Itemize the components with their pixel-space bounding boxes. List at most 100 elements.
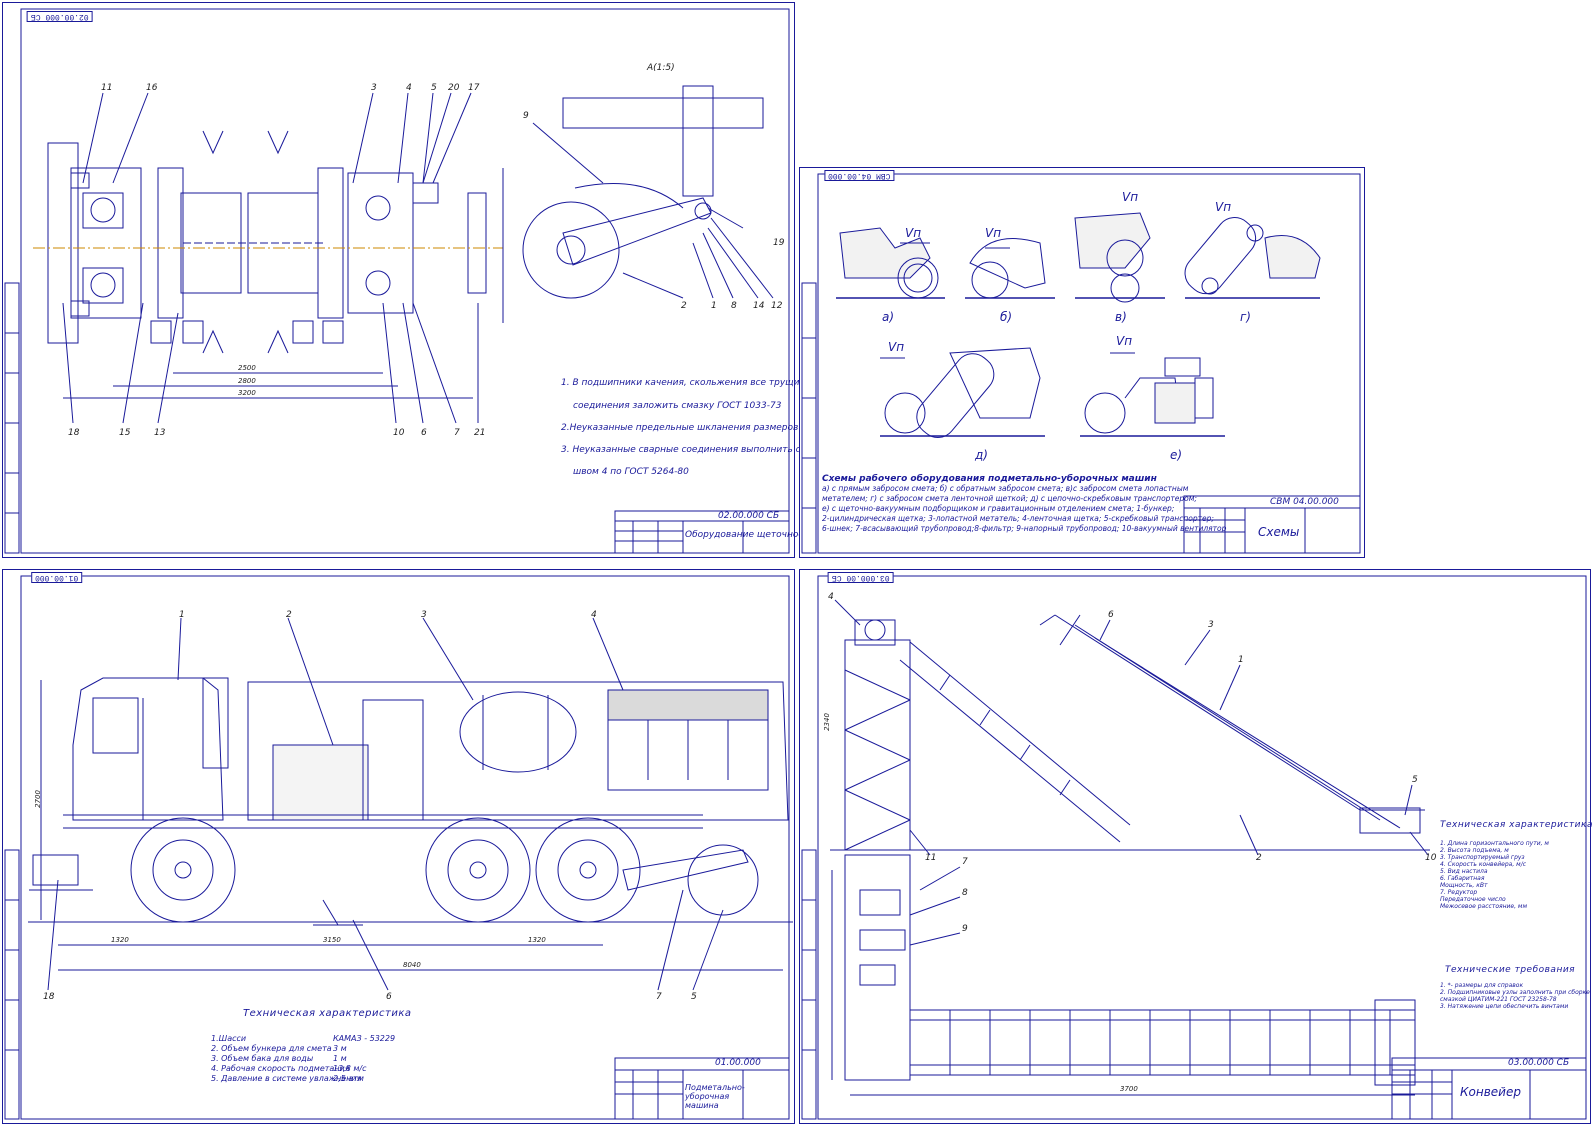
speed-label: Vп [1122, 190, 1139, 204]
schemes-drawing [801, 173, 1361, 554]
part-number: 4 [591, 610, 597, 620]
spec-line: 6. Габаритная [1440, 875, 1485, 882]
scheme-label: в) [1115, 310, 1127, 324]
title-block-name: Подметально-уборочная машина [685, 1083, 745, 1110]
part-number: 6 [386, 992, 392, 1002]
spec-line: 7. Редуктор [1440, 889, 1478, 896]
part-number: 7 [656, 992, 662, 1002]
speed-label: Vп [888, 340, 905, 354]
part-number: 8 [962, 888, 968, 898]
part-number: 3 [1208, 620, 1214, 630]
requirement-line: 2. Подшипниковые узлы заполнить при сбор… [1440, 989, 1590, 996]
part-number: 3 [421, 610, 427, 620]
part-number: 10 [1425, 853, 1437, 863]
scheme-label: а) [882, 310, 895, 324]
part-number: 11 [101, 83, 113, 93]
part-number: 13 [154, 428, 166, 438]
dimension-label: 1320 [111, 936, 129, 944]
part-number: 9 [962, 924, 968, 934]
technical-note: 3. Неуказанные сварные соединения выполн… [561, 445, 846, 455]
part-number: 20 [448, 83, 460, 93]
schemes-caption-line: 6-шнек; 7-всасывающий трубопровод;8-филь… [822, 524, 1227, 533]
tech-characteristics-heading: Техническая характеристика [1440, 820, 1593, 830]
part-number: 6 [421, 428, 427, 438]
dimension-label: 2700 [33, 790, 42, 808]
technical-note: швом 4 по ГОСТ 5264-80 [573, 467, 689, 477]
part-number: 6 [1108, 610, 1114, 620]
spec-line: Мощность, кВт [1440, 882, 1488, 889]
part-number: 7 [962, 857, 968, 867]
part-number: 14 [753, 301, 765, 311]
spec-label: 1.Шасси [211, 1034, 247, 1043]
part-number: 15 [119, 428, 131, 438]
spec-value: 3 м [333, 1044, 347, 1053]
part-number: 1 [179, 610, 185, 620]
dimension-label: 3150 [323, 936, 341, 944]
part-number: 11 [925, 853, 937, 863]
tech-characteristics-heading: Техническая характеристика [243, 1008, 412, 1019]
part-number: 19 [773, 238, 785, 248]
schemes-caption-line: метателем; г) с забросом смета ленточной… [822, 494, 1197, 503]
spec-label: 3. Объем бака для воды [211, 1054, 314, 1063]
part-number: 2 [1256, 853, 1262, 863]
part-number: 10 [393, 428, 405, 438]
dimension-label: 3200 [238, 389, 256, 397]
technical-note: 1. В подшипники качения, скольжения все … [561, 378, 816, 388]
schemes-caption-line: а) с прямым забросом смета; б) с обратны… [822, 484, 1189, 493]
scheme-label: б) [1000, 310, 1013, 324]
sheet-conveyor: 03.000.00 СБ 4 6 3 1 5 2 11 10 7 8 9 234… [799, 569, 1593, 1124]
scheme-label: е) [1170, 448, 1183, 462]
title-block-name: Конвейер [1460, 1085, 1521, 1099]
speed-label: Vп [905, 226, 922, 240]
part-number: 3 [371, 83, 377, 93]
requirement-line: смазкой ЦИАТИМ-221 ГОСТ 23258-78 [1440, 996, 1557, 1003]
scheme-label: д) [975, 448, 988, 462]
part-number: 2 [681, 301, 687, 311]
part-number: 9 [523, 111, 529, 121]
part-number: 1 [1238, 655, 1244, 665]
part-number: 1 [711, 301, 717, 311]
brush-assembly-drawing [4, 8, 790, 554]
sheet-code-tag: 03.000.00 СБ [828, 572, 894, 583]
spec-label: 4. Рабочая скорость подметания [211, 1064, 350, 1073]
technical-note: соединения заложить смазку ГОСТ 1033-73 [573, 401, 782, 411]
dimension-label: 1320 [528, 936, 546, 944]
spec-line: 1. Длина горизонтального пути, м [1440, 840, 1549, 847]
schemes-caption-line: 2-цилиндрическая щетка; 3-лопастной мета… [822, 514, 1214, 523]
speed-label: Vп [1116, 334, 1133, 348]
spec-line: 2. Высота подъема, м [1440, 847, 1509, 854]
part-number: 2 [286, 610, 292, 620]
schemes-caption-line: е) с щеточно-вакуумным подборщиком и гра… [822, 504, 1175, 513]
spec-label: 2. Объем бункера для смета [211, 1044, 332, 1053]
requirement-line: 1. *- размеры для справок [1440, 982, 1524, 989]
spec-value: КАМАЗ - 53229 [333, 1034, 396, 1043]
part-number: 4 [406, 83, 412, 93]
title-block-code: СВМ 04.00.000 [1270, 497, 1339, 507]
dimension-label: 2500 [238, 364, 256, 372]
sheet-code-tag: 02.00.000 СБ [27, 11, 93, 22]
sheet-code-tag: СВМ 04.00.000 [824, 170, 895, 181]
technical-note: 2.Неуказанные предельные шкланения разме… [561, 423, 846, 433]
spec-line: Межосевое расстояние, мм [1440, 903, 1527, 910]
part-number: 18 [68, 428, 80, 438]
sheet-brush-equipment: 02.00.000 СБ А(1:5) 11 16 3 4 5 20 17 9 … [2, 2, 846, 558]
tech-requirements-heading: Технические требования [1445, 965, 1576, 975]
part-number: 5 [431, 83, 437, 93]
dimension-label: 3700 [1120, 1085, 1138, 1093]
title-block-name: Схемы [1258, 525, 1300, 539]
spec-line: 4. Скорость конвейера, м/с [1440, 861, 1527, 868]
title-block-name: Оборудование щеточное [685, 530, 804, 540]
sheet-schemes: СВМ 04.00.000 Vп Vп Vп Vп Vп Vп а) б) в)… [799, 167, 1365, 558]
dimension-label: 8040 [403, 961, 421, 969]
spec-value: 13,8 м/с [333, 1064, 367, 1073]
part-number: 12 [771, 301, 783, 311]
spec-line: Передаточное число [1440, 896, 1506, 903]
dimension-label: 2800 [238, 377, 256, 385]
part-number: 16 [146, 83, 158, 93]
requirement-line: 3. Натяжение цепи обеспечить винтами [1440, 1003, 1569, 1010]
schemes-caption-title: Схемы рабочего оборудования подметально-… [822, 474, 1157, 484]
part-number: 18 [43, 992, 55, 1002]
spec-value: 1 м [333, 1054, 347, 1063]
spec-line: 5. Вид настила [1440, 868, 1488, 875]
part-number: 7 [454, 428, 460, 438]
